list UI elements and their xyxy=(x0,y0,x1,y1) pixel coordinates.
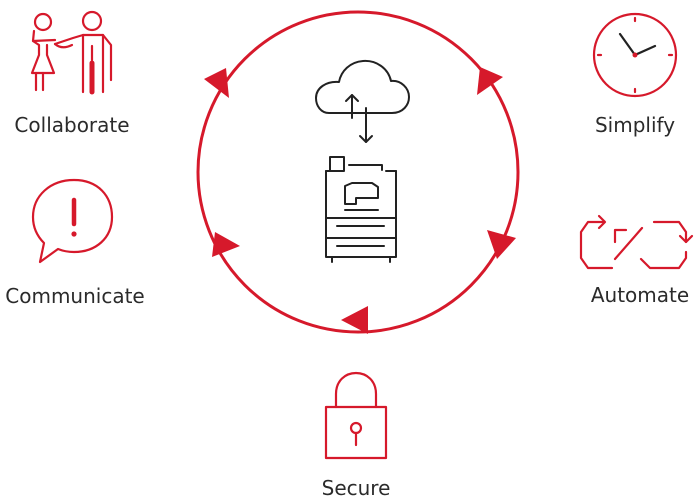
label-simplify: Simplify xyxy=(594,113,676,137)
cloud-icon xyxy=(315,59,410,114)
cycle-arrow-left xyxy=(212,232,240,257)
cycle-arrow-top-left xyxy=(204,68,229,98)
sync-arrows-icon xyxy=(345,94,373,143)
label-automate: Automate xyxy=(590,283,690,307)
automate-arrows-icon xyxy=(579,214,694,270)
cloud-sync-printer-icon xyxy=(315,59,410,263)
label-secure: Secure xyxy=(321,476,391,500)
printer-icon xyxy=(325,156,397,263)
cycle-arrow-bottom xyxy=(341,306,368,334)
cycle-ring xyxy=(196,10,520,334)
cycle-arrow-right xyxy=(487,230,516,259)
cycle-arrow-top-right xyxy=(477,67,503,95)
clock-icon xyxy=(592,12,678,98)
cycle-circle xyxy=(196,10,520,334)
label-collaborate: Collaborate xyxy=(14,113,130,137)
label-communicate: Communicate xyxy=(5,284,145,308)
people-collaborate-icon xyxy=(30,10,113,95)
speech-bubble-exclamation-icon xyxy=(31,178,114,264)
padlock-icon xyxy=(324,371,388,460)
